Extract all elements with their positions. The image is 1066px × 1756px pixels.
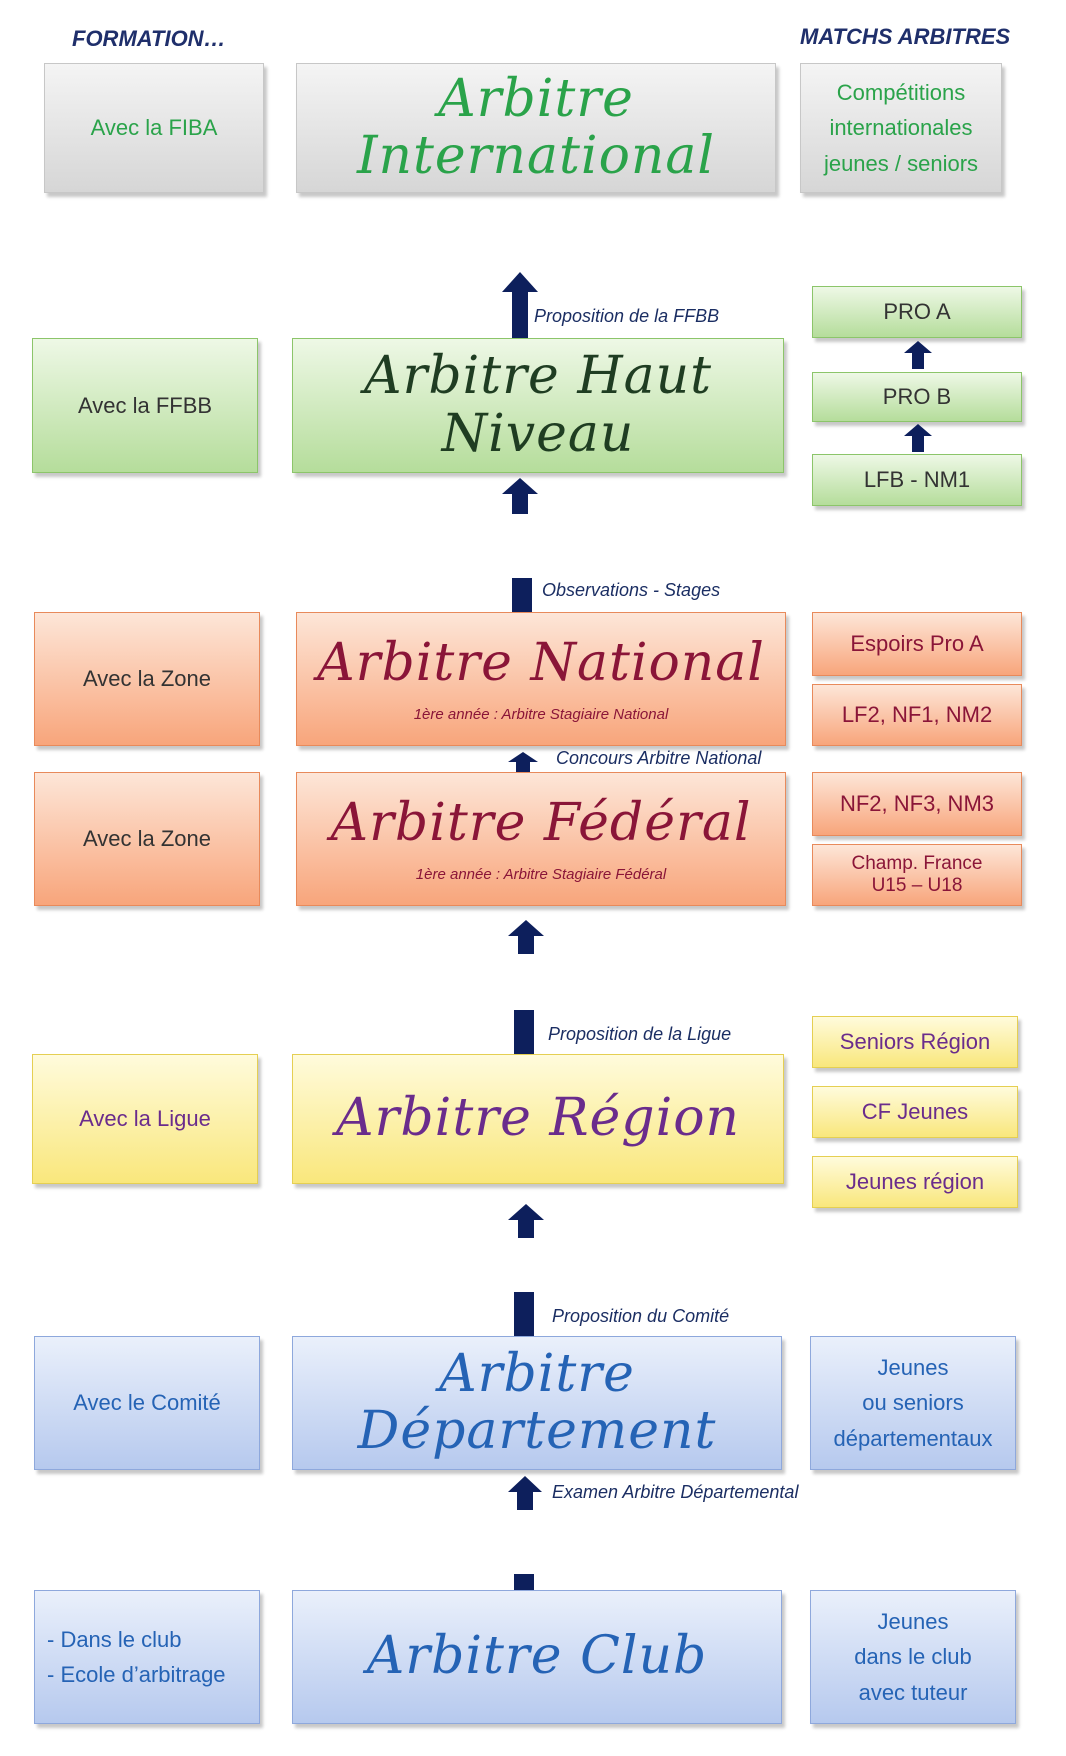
federal-match-2: Champ. France U15 – U18 (812, 844, 1022, 906)
club-level-box: Arbitre Club (292, 1590, 782, 1724)
departement-formation-box: Avec le Comité (34, 1336, 260, 1470)
club-formation-box: - Dans le club - Ecole d’arbitrage (34, 1590, 260, 1724)
region-formation-label: Avec la Ligue (79, 1106, 211, 1131)
federal-title: Arbitre Fédéral (330, 792, 752, 853)
federal-subtitle: 1ère année : Arbitre Stagiaire Fédéral (415, 866, 667, 884)
region-match-3: Jeunes région (812, 1156, 1018, 1208)
haut-niveau-formation-box: Avec la FFBB (32, 338, 258, 473)
international-level-box: Arbitre International (296, 63, 776, 193)
departement-formation-label: Avec le Comité (73, 1390, 221, 1415)
region-match-1-label: Seniors Région (839, 1029, 991, 1054)
departement-match-line-1: Jeunes (877, 1355, 949, 1381)
international-formation-label: Avec la FIBA (90, 115, 218, 140)
national-match-2-label: LF2, NF1, NM2 (841, 702, 993, 727)
arrow-up-icon (502, 478, 538, 514)
arrow-up-icon (904, 341, 932, 369)
arrow-up-icon (508, 920, 544, 954)
club-match-line-3: avec tuteur (858, 1679, 968, 1705)
national-title: Arbitre National (317, 632, 765, 693)
bar-connector-icon (514, 1010, 534, 1066)
arrow-up-icon (508, 1476, 542, 1510)
national-subtitle: 1ère année : Arbitre Stagiaire National (413, 706, 669, 724)
club-matches-box: Jeunes dans le club avec tuteur (810, 1590, 1016, 1724)
federal-match-2-line-2: U15 – U18 (871, 875, 963, 896)
haut-niveau-level-box: Arbitre Haut Niveau (292, 338, 784, 473)
federal-formation-box: Avec la Zone (34, 772, 260, 906)
haut-niveau-match-2: PRO B (812, 372, 1022, 422)
region-title: Arbitre Région (335, 1088, 741, 1149)
transition-comite-label: Proposition du Comité (552, 1306, 730, 1326)
club-match-line-2: dans le club (854, 1644, 972, 1670)
transition-ligue-label: Proposition de la Ligue (548, 1024, 732, 1044)
national-formation-box: Avec la Zone (34, 612, 260, 746)
national-match-2: LF2, NF1, NM2 (812, 684, 1022, 746)
bar-connector-icon (512, 578, 532, 622)
international-match-line-2: internationales (829, 115, 973, 141)
haut-niveau-title: Arbitre Haut Niveau (363, 346, 713, 464)
international-matches-box: Compétitions internationales jeunes / se… (800, 63, 1002, 193)
club-title: Arbitre Club (366, 1626, 708, 1687)
international-match-line-1: Compétitions (836, 80, 966, 106)
departement-match-line-3: départementaux (833, 1425, 993, 1451)
national-match-1: Espoirs Pro A (812, 612, 1022, 676)
bar-connector-icon (514, 1292, 534, 1348)
haut-niveau-match-3: LFB - NM1 (812, 454, 1022, 506)
region-formation-box: Avec la Ligue (32, 1054, 258, 1184)
departement-matches-box: Jeunes ou seniors départementaux (810, 1336, 1016, 1470)
haut-niveau-match-3-label: LFB - NM1 (863, 467, 971, 492)
arrow-up-icon (502, 272, 538, 348)
federal-match-1: NF2, NF3, NM3 (812, 772, 1022, 836)
haut-niveau-match-1-label: PRO A (883, 299, 951, 324)
national-level-box: Arbitre National 1ère année : Arbitre St… (296, 612, 786, 746)
departement-title: Arbitre Département (357, 1343, 717, 1461)
matchs-header: MATCHS ARBITRES (800, 24, 1011, 49)
international-match-line-3: jeunes / seniors (823, 150, 979, 176)
transition-ffbb-label: Proposition de la FFBB (534, 306, 720, 326)
federal-match-1-label: NF2, NF3, NM3 (839, 791, 995, 816)
haut-niveau-match-1: PRO A (812, 286, 1022, 338)
departement-level-box: Arbitre Département (292, 1336, 782, 1470)
club-formation-line-1: - Dans le club (47, 1626, 182, 1652)
federal-formation-label: Avec la Zone (82, 826, 211, 851)
arrow-up-icon (904, 424, 932, 452)
region-level-box: Arbitre Région (292, 1054, 784, 1184)
national-match-1-label: Espoirs Pro A (850, 631, 984, 656)
haut-niveau-formation-label: Avec la FFBB (77, 392, 213, 418)
region-match-2-label: CF Jeunes (861, 1099, 969, 1124)
region-match-1: Seniors Région (812, 1016, 1018, 1068)
transition-examen-label: Examen Arbitre Départemental (552, 1482, 799, 1502)
federal-match-2-line-1: Champ. France (851, 853, 983, 874)
federal-level-box: Arbitre Fédéral 1ère année : Arbitre Sta… (296, 772, 786, 906)
arrow-up-icon (508, 1204, 544, 1238)
formation-header: FORMATION… (72, 26, 226, 51)
transition-observations-label: Observations - Stages (542, 580, 721, 600)
region-match-3-label: Jeunes région (845, 1169, 985, 1194)
international-formation-box: Avec la FIBA (44, 63, 264, 193)
transition-concours-label: Concours Arbitre National (556, 748, 762, 768)
departement-match-line-2: ou seniors (862, 1390, 964, 1416)
haut-niveau-match-2-label: PRO B (882, 384, 952, 409)
national-formation-label: Avec la Zone (82, 666, 211, 691)
club-formation-line-2: - Ecole d’arbitrage (47, 1662, 226, 1687)
arrow-up-icon (508, 752, 538, 778)
international-title: Arbitre International (356, 68, 715, 186)
club-match-line-1: Jeunes (877, 1609, 949, 1635)
region-match-2: CF Jeunes (812, 1086, 1018, 1138)
